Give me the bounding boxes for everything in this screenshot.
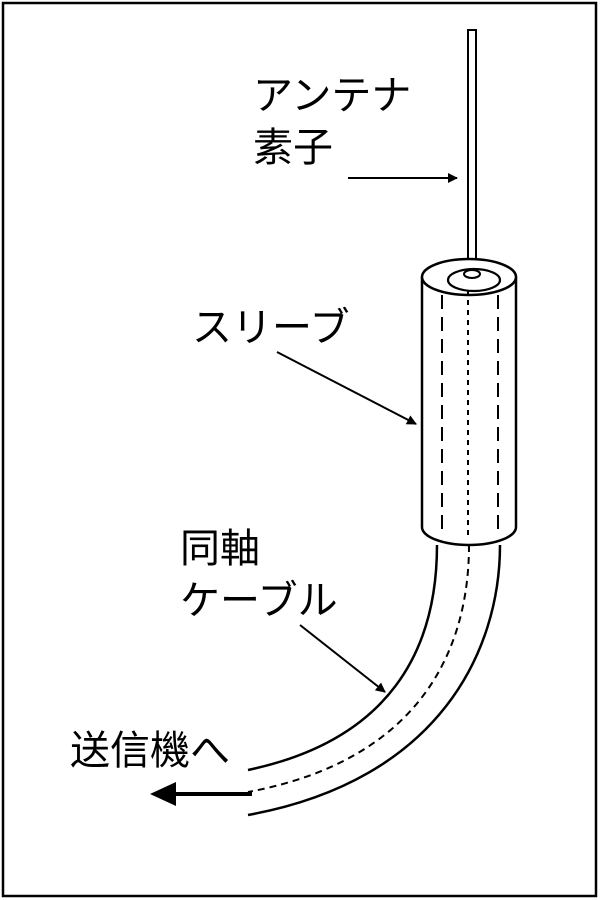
transmitter-arrow-head <box>150 782 176 806</box>
coax-label-line2: ケーブル <box>180 578 338 624</box>
coax-inner-conductor <box>247 544 470 793</box>
sleeve-inner-ellipse <box>446 267 502 293</box>
sleeve-label: スリーブ <box>192 305 350 351</box>
antenna-label-line1: アンテナ <box>253 73 412 119</box>
transmitter-label: 送信機へ <box>70 728 230 774</box>
sleeve-pointer-arrow <box>276 351 417 425</box>
antenna-element <box>467 29 477 271</box>
coax-pointer-arrow <box>299 624 386 693</box>
coax-outer-edge-right <box>247 544 502 817</box>
coax-outer-edge-left <box>247 544 439 772</box>
antenna-label-line2: 素子 <box>253 125 333 171</box>
coaxial-cable <box>247 544 502 817</box>
antenna-rod-top <box>463 269 481 279</box>
coax-label-line1: 同軸 <box>180 526 260 572</box>
sleeve-cylinder <box>420 257 518 547</box>
